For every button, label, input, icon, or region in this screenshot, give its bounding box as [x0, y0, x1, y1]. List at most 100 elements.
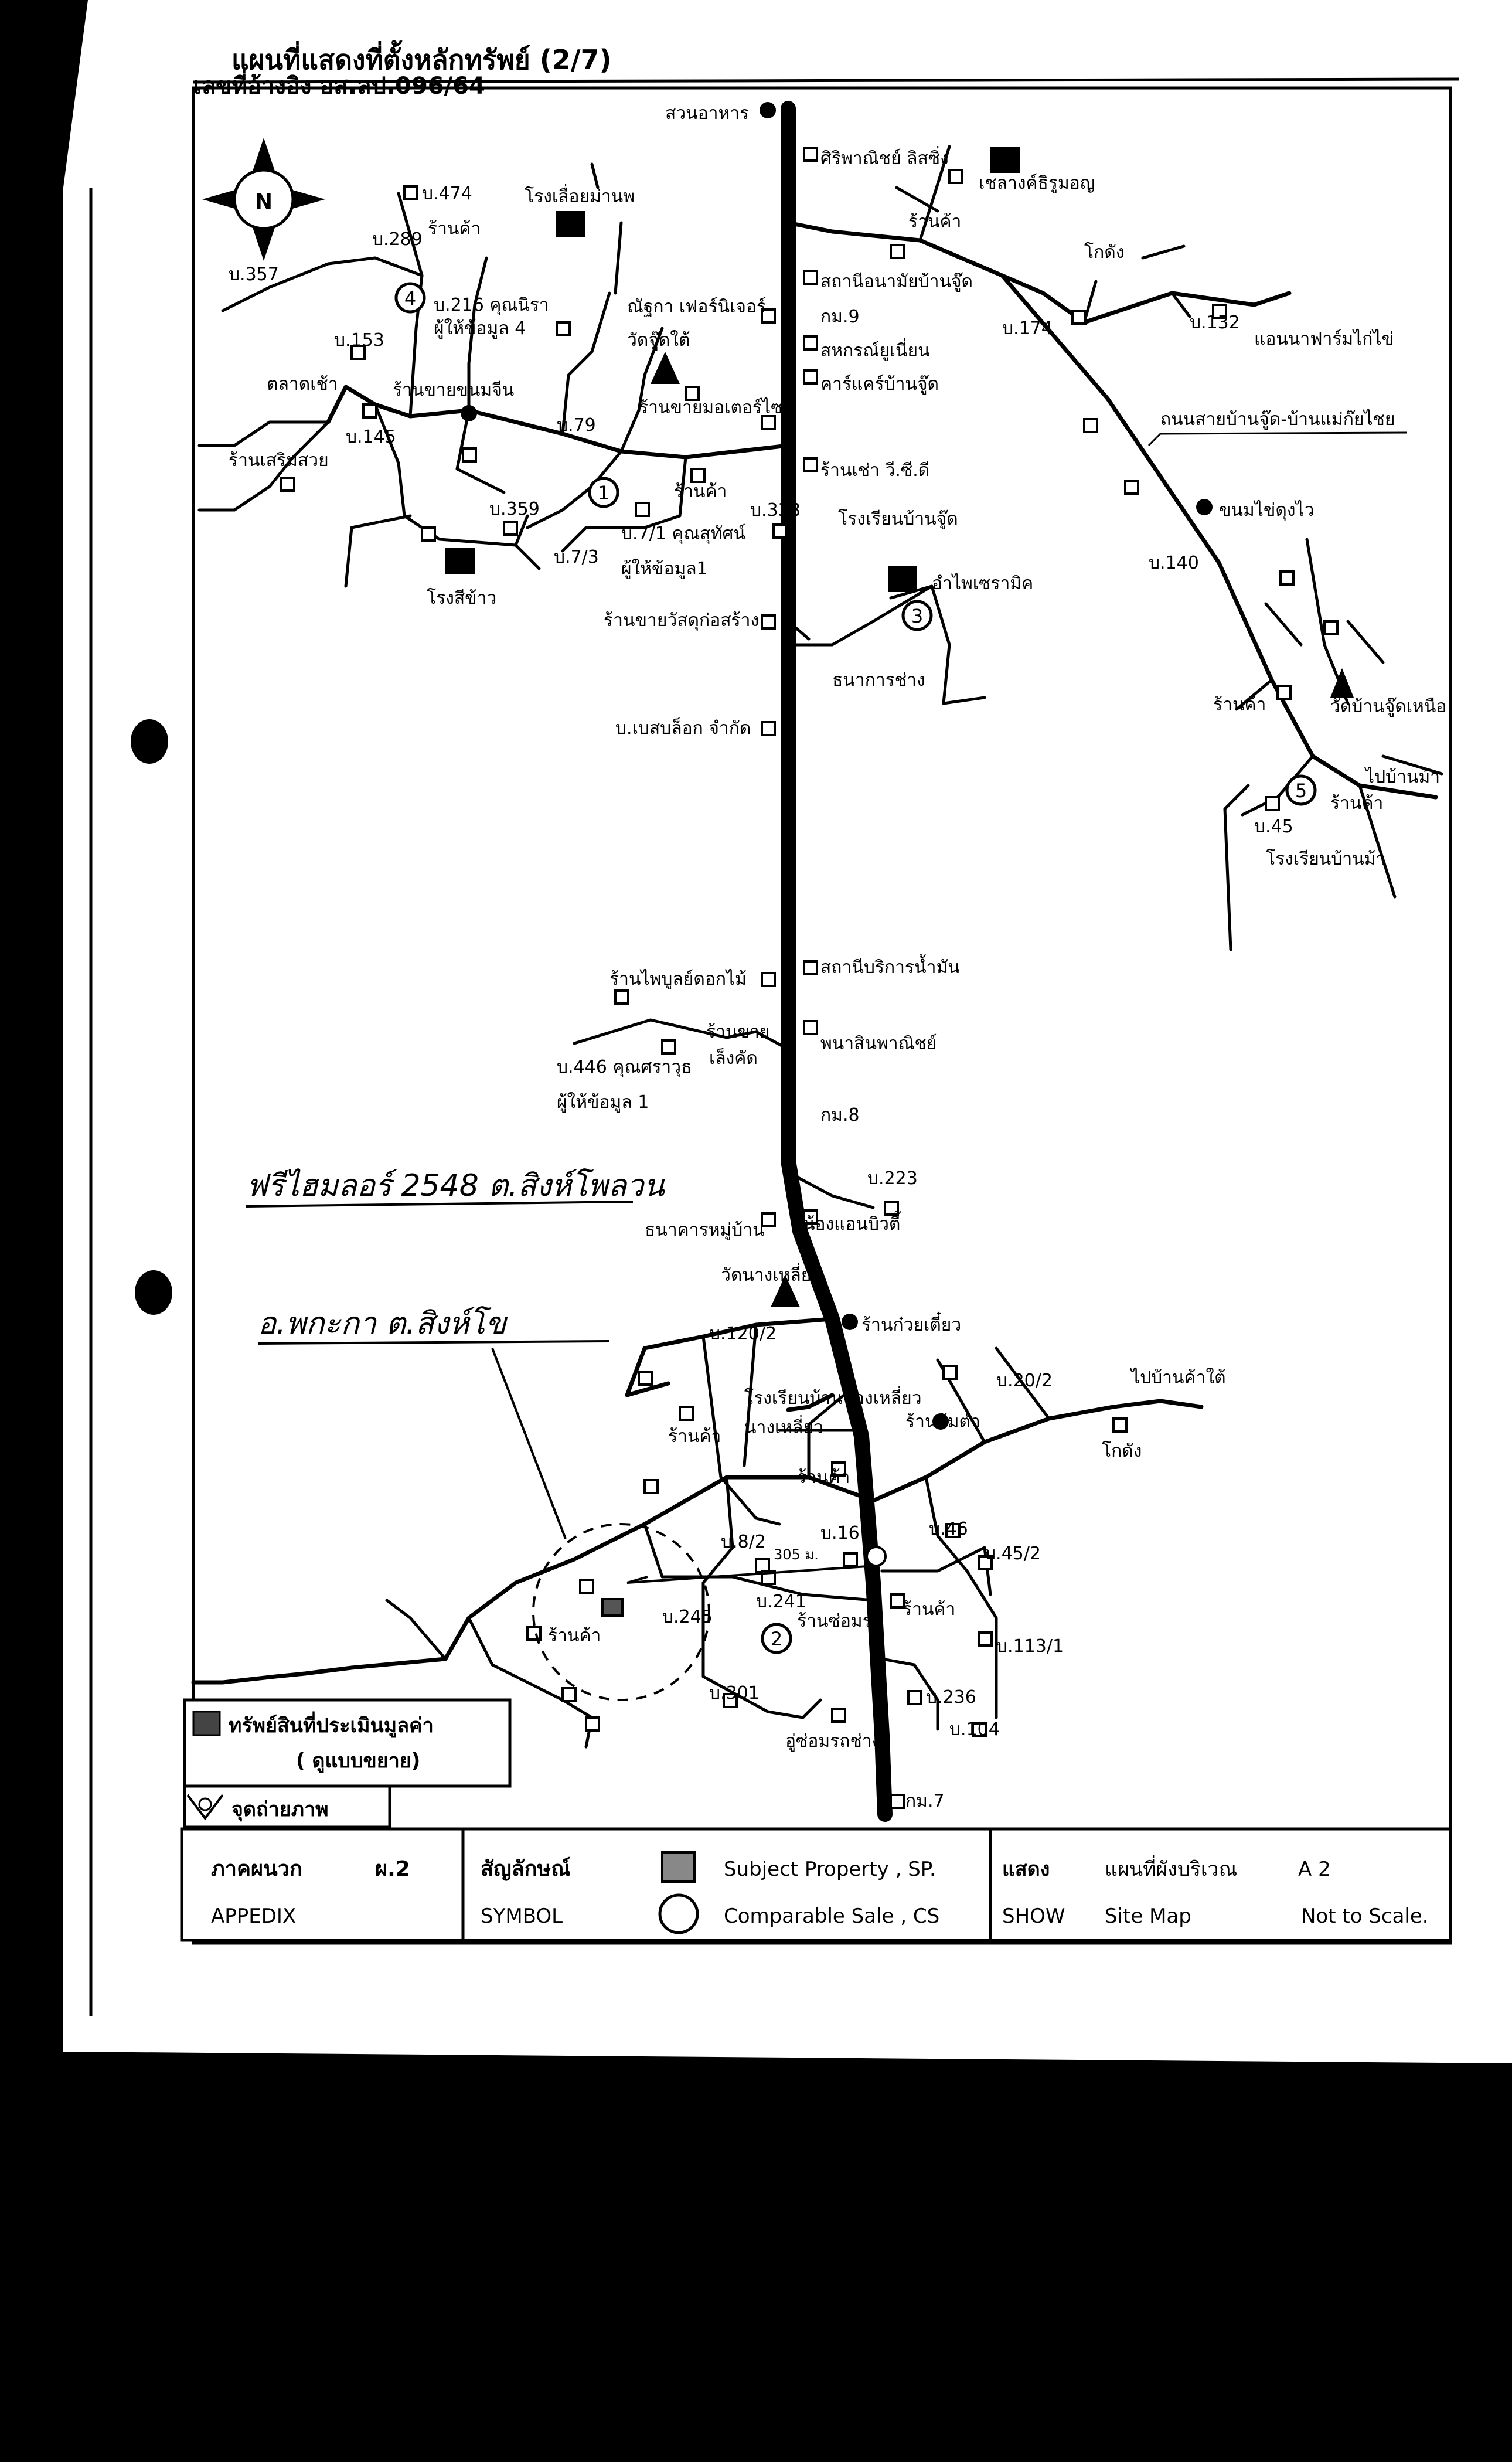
label-ran-ka-mid: ร้านค้า: [674, 481, 727, 502]
label-phana: พนาสินพาณิชย์: [820, 1033, 937, 1054]
label-ban-223: บ.223: [867, 1168, 918, 1189]
label-koktang2: โกดัง: [1102, 1440, 1142, 1461]
label-ban-104: บ.104: [949, 1719, 1000, 1740]
place-labels: สวนอาหาร ศิริพาณิชย์ ลิสซิ่ง เชลางค์ธิรู…: [229, 103, 1446, 1811]
label-km7: กม.7: [905, 1791, 945, 1811]
road-name-arrow: [1147, 433, 1162, 447]
label-school-r: โรงเรียนบ้านม้า: [1266, 848, 1385, 869]
footer-appendix-th: ภาคผนวก: [211, 1857, 302, 1881]
legend-box: ทรัพย์สินที่ประเมินมูลค่า ( ดูแบบขยาย) จ…: [183, 1698, 512, 1829]
footer-scale-note: Not to Scale.: [1301, 1905, 1429, 1928]
label-ban-1131: บ.113/1: [996, 1636, 1064, 1657]
label-ran-kuai: ร้านก๋วยเตี๋ยว: [861, 1311, 961, 1335]
label-ban-153: บ.153: [334, 330, 384, 351]
label-ban-174: บ.174: [1002, 318, 1053, 339]
building-symbols: [280, 147, 1339, 1809]
label-bank-chang: ธนาการช่าง: [832, 670, 925, 691]
label-ran-ka-r2: ร้านค้า: [1213, 695, 1266, 715]
label-ban-245: บ.245: [662, 1607, 713, 1627]
label-ran-ka-s: ร้านค้า: [903, 1599, 955, 1620]
label-chaleang: เชลางค์ธิรูมอญ: [979, 173, 1095, 193]
label-ban-79: บ.79: [557, 415, 596, 436]
label-ban-301: บ.301: [709, 1683, 760, 1703]
subject-property: [491, 1348, 887, 1701]
label-ran-som2: ร้านซ่อมรถ: [797, 1611, 883, 1631]
label-carcare: คาร์แคร์บ้านจู๊ด: [820, 374, 939, 395]
footer-table: ภาคผนวก ผ.2 APPEDIX สัญลักษณ์ SYMBOL Sub…: [180, 1827, 1452, 1942]
temple-icons: [651, 352, 1354, 1307]
punch-hole-top: [131, 719, 168, 764]
local-roads: [191, 145, 1443, 1749]
label-wat-nuea: วัดบ้านจู๊ดเหนือ: [1330, 696, 1446, 717]
map-title: แผนที่แสดงที่ตั้งหลักทรัพย์ (2/7): [231, 40, 612, 76]
label-ban-236: บ.236: [926, 1687, 976, 1708]
label-ban-145: บ.145: [346, 427, 396, 447]
label-nang-liao: นางเหลี่ยว: [744, 1415, 823, 1438]
label-ban-202: บ.20/2: [996, 1371, 1053, 1391]
label-km8: กม.8: [820, 1105, 860, 1125]
label-ban-216: บ.216 คุณนิรา: [434, 295, 549, 316]
label-ban-16: บ.16: [820, 1523, 860, 1543]
label-school-nang: โรงเรียนบ้านนางเหลี่ยว: [744, 1386, 922, 1409]
legend-photo: จุดถ่ายภาพ: [231, 1798, 329, 1822]
footer-show-en: SHOW: [1002, 1905, 1065, 1928]
label-school-judd: โรงเรียนบ้านจู๊ด: [838, 508, 958, 529]
road-name-pointer: [1160, 431, 1407, 435]
label-rong-si-khao: โรงสีข้าว: [427, 587, 496, 608]
label-rong-lueay: โรงเลื่อยม่านพ: [525, 184, 635, 207]
label-ran-ka-right1: ร้านค้า: [908, 212, 961, 232]
label-ban-1202: บ.120/2: [709, 1324, 777, 1344]
label-anona: แอนนาฟาร์มไก่ไข่: [1254, 328, 1394, 349]
footer-appendix-code: ผ.2: [375, 1857, 410, 1881]
label-ban-241: บ.241: [756, 1592, 806, 1612]
label-ran-motor: ร้านขายมอเตอร์ไซค์: [639, 397, 795, 418]
label-nong-anan: น้องแอนบิวตี้: [803, 1211, 901, 1235]
footer-appendix-en: APPEDIX: [211, 1905, 296, 1928]
label-km9: กม.9: [820, 307, 860, 327]
handwritten-note-2: อ.พกะกา ต.สิงห์โข: [258, 1306, 508, 1341]
svg-text:N: N: [255, 190, 273, 214]
reference-number: เลขที่อ้างอิง อส.ลป.096/64: [193, 69, 485, 100]
label-ban-452: บ.45/2: [985, 1543, 1041, 1564]
footer-sitemap-th: แผนที่ผังบริเวณ: [1105, 1855, 1237, 1881]
label-phu-hai-1b: ผู้ให้ข้อมูล 1: [557, 1092, 649, 1113]
punch-hole-bottom: [135, 1270, 172, 1315]
label-distance: 305 ม.: [774, 1546, 819, 1563]
footer-code: A 2: [1298, 1858, 1331, 1881]
label-ban-71: บ.7/1 คุณสุทัศน์: [621, 523, 745, 545]
label-phu-hai-4: ผู้ให้ข้อมูล 4: [434, 318, 526, 339]
label-ran-wat: ร้านขายวัสดุก่อสร้าง: [604, 610, 759, 631]
label-koktang: โกดัง: [1084, 242, 1124, 263]
label-ran-ka-c: ร้านค้า: [797, 1467, 850, 1488]
handwritten-note-1: ฟรีไฮมลอร์ 2548 ต.สิงห์โพลวน: [246, 1168, 665, 1203]
label-ban-474: บ.474: [422, 183, 472, 204]
label-ran-phaibun: ร้านไพบูลย์ดอกไม้: [609, 968, 747, 989]
label-ran-khai-lek: ร้านขาย: [706, 1022, 769, 1042]
footer-show-th: แสดง: [1002, 1858, 1050, 1881]
footer-symbol-en: SYMBOL: [481, 1905, 563, 1928]
factory-icons: [445, 147, 1020, 592]
comparable-sale-symbol-icon: [658, 1893, 699, 1934]
legend-subject: ทรัพย์สินที่ประเมินมูลค่า: [229, 1711, 434, 1738]
label-wat-nangkhao: วัดนางเหลี่ยว: [721, 1263, 821, 1286]
comparable-3: 3: [911, 605, 923, 627]
north-arrow-icon: N: [202, 138, 325, 261]
comparable-markers: 1 2 3 4 5: [394, 282, 1317, 1654]
label-ban-45a: บ.45: [1254, 817, 1293, 837]
label-phu-hai-1a: ผู้ให้ข้อมูล1: [621, 559, 708, 579]
photo-point-icon: [186, 1794, 224, 1821]
label-ban-357: บ.357: [229, 264, 279, 285]
label-siriphanich: ศิริพาณิชย์ ลิสซิ่ง: [820, 146, 949, 169]
label-lek-sub: เล็งคัด: [709, 1047, 758, 1069]
label-ran-kai-khanom: ร้านขายขนมจีน: [393, 380, 514, 400]
comparable-5: 5: [1295, 780, 1307, 802]
footer-subject-property: Subject Property , SP.: [724, 1858, 936, 1881]
comparable-4: 4: [404, 287, 416, 310]
label-khanom-kai: ขนมไข่ดุงไว: [1219, 499, 1314, 521]
food-icons: [461, 102, 1213, 1430]
footer-comparable-sale: Comparable Sale , CS: [724, 1905, 939, 1928]
label-station-anamai: สถานีอนามัยบ้านจู๊ด: [820, 271, 973, 292]
handwritten-underline-2: [257, 1340, 610, 1345]
legend-enlarge: ( ดูแบบขยาย): [296, 1749, 420, 1773]
label-ban-338: บ.338: [750, 500, 801, 521]
